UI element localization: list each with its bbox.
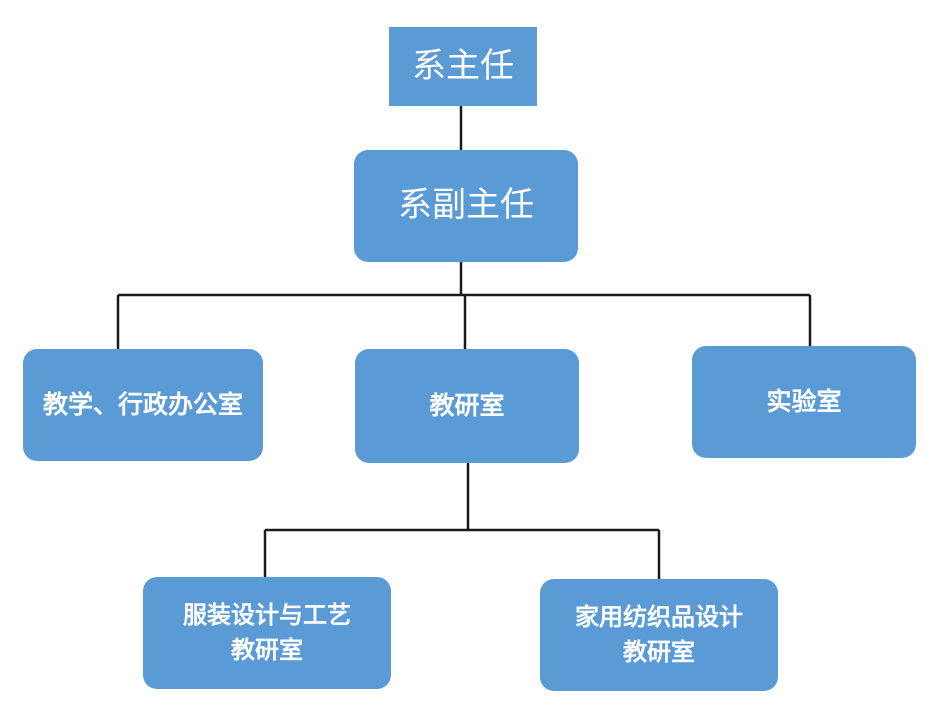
node-deputy-head: 系副主任	[354, 150, 578, 262]
node-apparel-design-office: 服装设计与工艺 教研室	[143, 577, 391, 689]
node-apparel-design-office-label: 服装设计与工艺 教研室	[183, 601, 351, 664]
node-laboratory: 实验室	[692, 346, 916, 458]
node-research-office-label: 教研室	[429, 390, 505, 420]
node-teaching-admin-office-label: 教学、行政办公室	[42, 389, 243, 419]
node-teaching-admin-office: 教学、行政办公室	[23, 349, 263, 461]
node-deputy-head-label: 系副主任	[398, 185, 534, 226]
node-research-office: 教研室	[355, 349, 579, 463]
node-department-head: 系主任	[389, 27, 537, 106]
node-department-head-label: 系主任	[412, 45, 514, 86]
node-home-textile-design-office: 家用纺织品设计 教研室	[540, 579, 778, 691]
node-home-textile-design-office-label: 家用纺织品设计 教研室	[575, 603, 743, 666]
node-laboratory-label: 实验室	[766, 386, 842, 416]
